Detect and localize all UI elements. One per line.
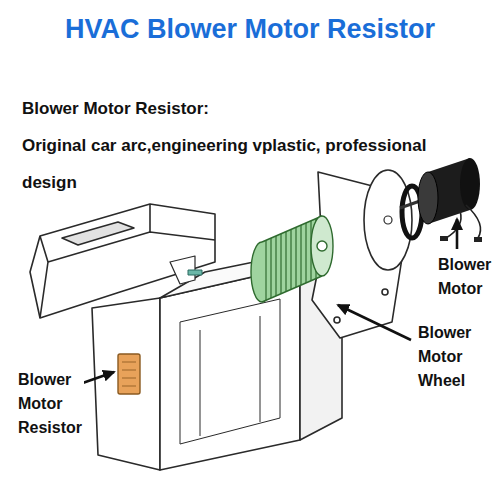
blower-wheel [251,216,333,302]
part-label: Blower Motor Resistor [16,368,84,440]
plate-hole [334,317,340,323]
motor-end [418,172,438,224]
wire-plug [474,237,482,242]
leader-arrow [456,219,459,249]
case-clip [188,270,202,275]
wire-plug [440,236,448,241]
intro-text: Original car arc,engineering vplastic, p… [22,127,462,201]
part-label: Blower Motor [436,253,493,301]
wheel-end [311,216,333,276]
wheel-hub [317,241,327,251]
page-title: HVAC Blower Motor Resistor [0,12,500,46]
leader-arrows [77,219,457,385]
case-detail [200,316,260,436]
duct-edge [40,236,48,318]
leader-arrow [338,305,411,340]
resistor-ribs [122,362,136,386]
intro-heading: Blower Motor Resistor: [22,90,209,127]
motor-wire [466,205,480,238]
resistor-part [118,354,140,394]
part-label: Blower Motor Wheel [416,321,473,393]
motor-wire [446,211,461,238]
case-front [160,266,300,470]
plate-hole [384,216,392,224]
case-side [92,298,160,470]
motor-shaft [400,201,420,208]
resistor-body [118,354,140,394]
blower-motor [400,158,482,242]
duct-edge [149,204,151,232]
motor-end [460,158,480,210]
plate-hole [382,289,388,295]
case-panel [180,299,280,444]
duct-outlet [62,222,134,245]
